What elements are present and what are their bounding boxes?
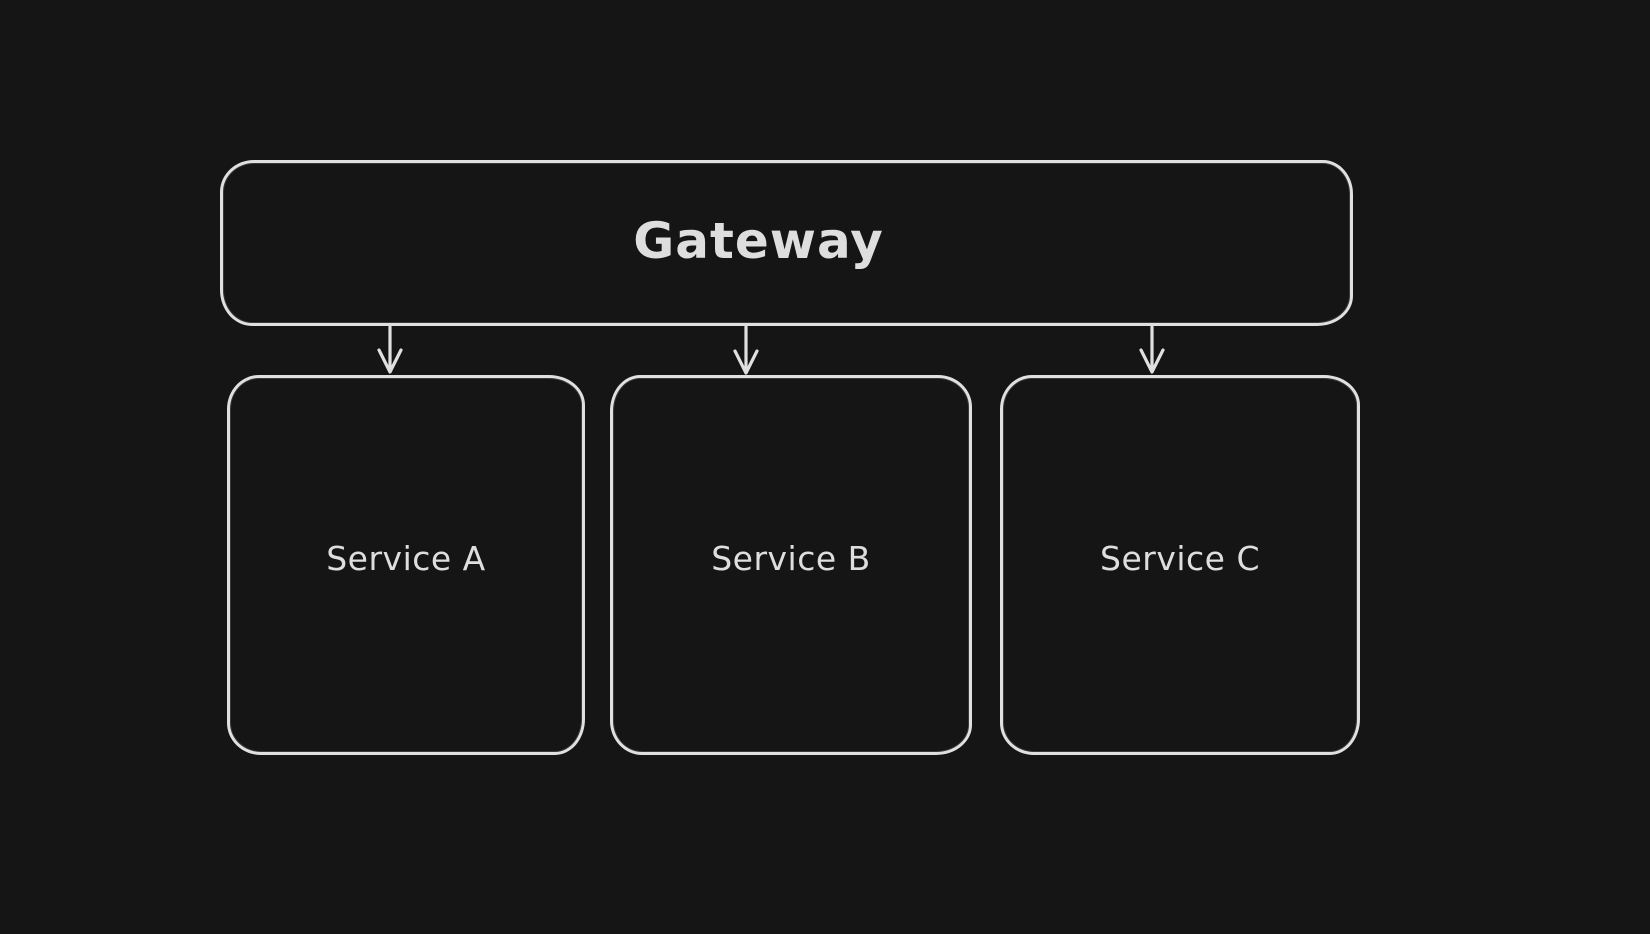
arrow-gateway-to-service-a[interactable] xyxy=(377,325,403,374)
arrow-gateway-to-service-c[interactable] xyxy=(1139,325,1165,374)
gateway-label: Gateway xyxy=(633,212,884,270)
service-c-node[interactable]: Service C xyxy=(1000,375,1360,755)
service-b-label: Service B xyxy=(711,538,871,578)
gateway-node[interactable]: Gateway xyxy=(220,160,1353,326)
service-c-label: Service C xyxy=(1100,538,1260,578)
arrowhead xyxy=(733,349,759,375)
arrow-gateway-to-service-b[interactable] xyxy=(733,325,759,375)
arrowhead xyxy=(1139,348,1165,374)
arrowhead xyxy=(377,348,403,374)
service-a-node[interactable]: Service A xyxy=(227,375,585,755)
service-a-label: Service A xyxy=(326,538,486,578)
service-b-node[interactable]: Service B xyxy=(610,375,972,755)
